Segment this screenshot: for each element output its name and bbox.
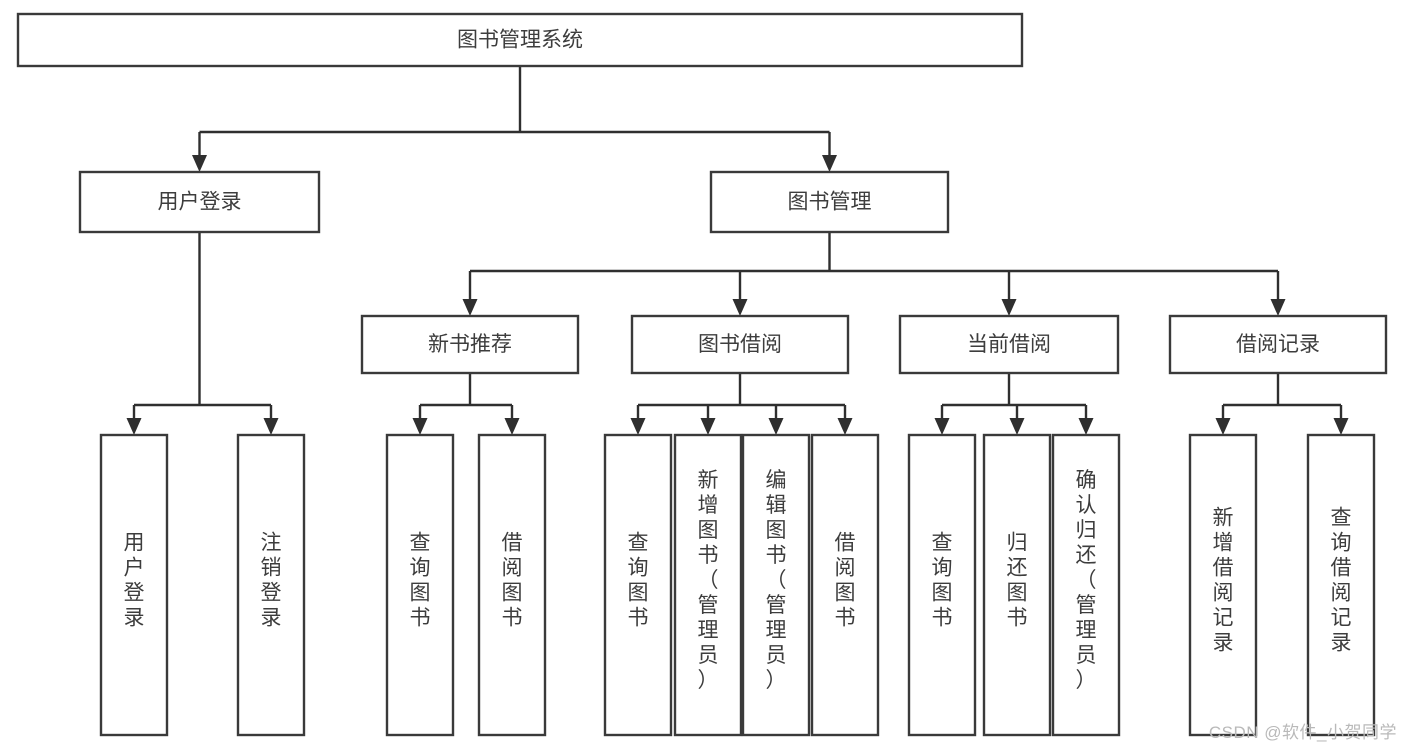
- book-management-to-current-borrow-arrow-head: [1001, 299, 1017, 316]
- node-book-borrow[interactable]: 图书借阅: [630, 314, 850, 375]
- node-leaf-return-book-box: [982, 433, 1052, 737]
- node-leaf-confirm-return-box: [1051, 433, 1121, 737]
- node-leaf-borrow-book-1-label: 借阅图书: [502, 532, 523, 630]
- node-leaf-borrow-book-1-box: [477, 433, 547, 737]
- new-book-recommend-to-leaf-borrow-book-1-arrow-head: [504, 418, 520, 435]
- node-borrow-record-box: [1168, 314, 1388, 375]
- node-current-borrow-box: [898, 314, 1120, 375]
- node-book-management-box: [709, 170, 950, 234]
- node-leaf-query-book-3[interactable]: 查询图书: [907, 433, 977, 737]
- current-borrow-to-leaf-query-book-3-arrow-head: [934, 418, 950, 435]
- node-leaf-borrow-book-2-box: [810, 433, 880, 737]
- node-leaf-user-logout-label: 注销登录: [261, 532, 282, 630]
- node-borrow-record[interactable]: 借阅记录: [1168, 314, 1388, 375]
- node-leaf-query-book-3-label: 查询图书: [932, 532, 953, 630]
- node-leaf-return-book[interactable]: 归还图书: [982, 433, 1052, 737]
- nodes-layer: 图书管理系统用户登录图书管理新书推荐图书借阅当前借阅借阅记录用户登录注销登录查询…: [16, 12, 1388, 737]
- node-leaf-query-book-2-label: 查询图书: [628, 532, 649, 630]
- current-borrow-to-leaf-confirm-return-arrow-head: [1078, 418, 1094, 435]
- book-management-to-borrow-record-arrow-head: [1270, 299, 1286, 316]
- node-new-book-recommend[interactable]: 新书推荐: [360, 314, 580, 375]
- node-leaf-user-login-box: [99, 433, 169, 737]
- current-borrow-to-leaf-return-book-arrow-head: [1009, 418, 1025, 435]
- node-leaf-confirm-return-label: 确认归还（管理员）: [1076, 469, 1097, 692]
- node-borrow-record-label: 借阅记录: [1236, 333, 1320, 356]
- book-borrow-to-leaf-edit-book-arrow-head: [768, 418, 784, 435]
- node-leaf-add-record-box: [1188, 433, 1258, 737]
- node-leaf-add-book[interactable]: 新增图书（管理员）: [673, 433, 743, 737]
- node-book-borrow-box: [630, 314, 850, 375]
- borrow-record-to-leaf-add-record-arrow-head: [1215, 418, 1231, 435]
- node-leaf-edit-book[interactable]: 编辑图书（管理员）: [741, 433, 811, 737]
- user-login-to-leaf-user-login-arrow-head: [126, 418, 142, 435]
- node-leaf-return-book-label: 归还图书: [1007, 532, 1028, 630]
- root-to-user-login-arrow-head: [192, 155, 207, 172]
- node-leaf-user-login-label: 用户登录: [124, 532, 145, 630]
- root-to-book-management-arrow-head: [822, 155, 837, 172]
- node-leaf-user-logout-box: [236, 433, 306, 737]
- node-leaf-query-book-2[interactable]: 查询图书: [603, 433, 673, 737]
- node-user-login[interactable]: 用户登录: [78, 170, 321, 234]
- new-book-recommend-to-leaf-query-book-1-arrow-head: [412, 418, 428, 435]
- book-borrow-to-leaf-query-book-2-arrow-head: [630, 418, 646, 435]
- node-leaf-query-record-label: 查询借阅记录: [1331, 507, 1352, 655]
- node-current-borrow[interactable]: 当前借阅: [898, 314, 1120, 375]
- node-leaf-edit-book-box: [741, 433, 811, 737]
- node-book-management[interactable]: 图书管理: [709, 170, 950, 234]
- node-current-borrow-label: 当前借阅: [967, 333, 1051, 356]
- node-leaf-query-book-3-box: [907, 433, 977, 737]
- borrow-record-to-leaf-query-record-arrow-head: [1333, 418, 1349, 435]
- node-leaf-query-record-box: [1306, 433, 1376, 737]
- node-leaf-borrow-book-2-label: 借阅图书: [835, 532, 856, 630]
- node-book-management-label: 图书管理: [788, 191, 872, 214]
- node-root-label: 图书管理系统: [457, 29, 583, 52]
- node-leaf-edit-book-label: 编辑图书（管理员）: [766, 469, 787, 692]
- node-root[interactable]: 图书管理系统: [16, 12, 1024, 68]
- book-borrow-to-leaf-borrow-book-2-arrow-head: [837, 418, 853, 435]
- node-root-box: [16, 12, 1024, 68]
- node-leaf-borrow-book-1[interactable]: 借阅图书: [477, 433, 547, 737]
- node-leaf-add-record[interactable]: 新增借阅记录: [1188, 433, 1258, 737]
- node-leaf-add-book-label: 新增图书（管理员）: [698, 469, 719, 692]
- node-leaf-query-book-1[interactable]: 查询图书: [385, 433, 455, 737]
- node-new-book-recommend-label: 新书推荐: [428, 333, 512, 356]
- node-user-login-label: 用户登录: [158, 191, 242, 214]
- book-borrow-to-leaf-add-book-arrow-head: [700, 418, 716, 435]
- book-management-to-book-borrow-arrow-head: [732, 299, 748, 316]
- node-new-book-recommend-box: [360, 314, 580, 375]
- node-book-borrow-label: 图书借阅: [698, 333, 782, 356]
- csdn-watermark: CSDN @软件_小贺同学: [1208, 723, 1397, 742]
- node-leaf-confirm-return[interactable]: 确认归还（管理员）: [1051, 433, 1121, 737]
- node-user-login-box: [78, 170, 321, 234]
- node-leaf-query-book-1-box: [385, 433, 455, 737]
- node-leaf-query-book-2-box: [603, 433, 673, 737]
- connectors-layer: [126, 66, 1349, 435]
- node-leaf-user-logout[interactable]: 注销登录: [236, 433, 306, 737]
- node-leaf-add-book-box: [673, 433, 743, 737]
- node-leaf-query-record[interactable]: 查询借阅记录: [1306, 433, 1376, 737]
- node-leaf-user-login[interactable]: 用户登录: [99, 433, 169, 737]
- node-leaf-add-record-label: 新增借阅记录: [1213, 507, 1234, 655]
- node-leaf-query-book-1-label: 查询图书: [410, 532, 431, 630]
- book-management-to-new-book-recommend-arrow-head: [462, 299, 478, 316]
- node-leaf-borrow-book-2[interactable]: 借阅图书: [810, 433, 880, 737]
- user-login-to-leaf-user-logout-arrow-head: [263, 418, 279, 435]
